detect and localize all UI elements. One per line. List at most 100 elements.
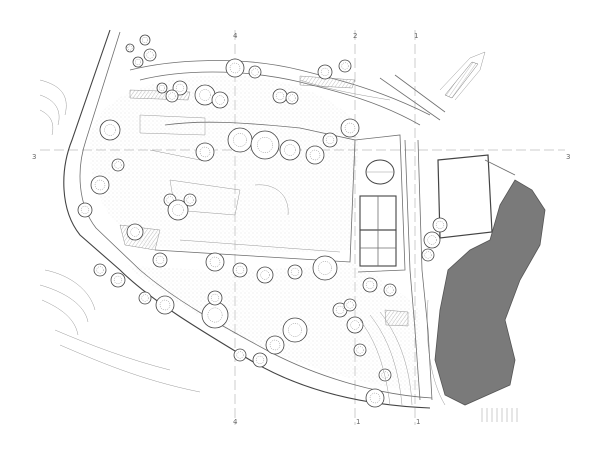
tree-canopy (338, 59, 352, 73)
tree-canopy (207, 290, 223, 306)
tree-canopy (282, 317, 308, 343)
tree-canopy-inner (175, 83, 185, 93)
tree-canopy (211, 91, 229, 109)
grid-label-right-3: 3 (566, 153, 570, 161)
tree-canopy-inner (386, 286, 394, 294)
tree-canopy (138, 291, 152, 305)
tree-canopy-inner (207, 307, 223, 323)
tree-canopy-inner (229, 62, 241, 74)
tree-canopy (250, 130, 280, 160)
tree-canopy-inner (288, 323, 302, 337)
scale-bar (481, 408, 518, 422)
tree-canopy-inner (369, 392, 381, 404)
grid-label-bottom-1b: 1 (416, 418, 420, 426)
tree-canopy (93, 263, 107, 277)
tree-canopy (143, 48, 157, 62)
tree-canopy (285, 91, 299, 105)
tree-canopy-inner (215, 95, 225, 105)
grid-label-bottom-1a: 1 (356, 418, 360, 426)
tree-canopy-inner (233, 133, 247, 147)
tree-canopy (378, 368, 392, 382)
tree-canopy (256, 266, 274, 284)
tree-canopy (353, 343, 367, 357)
tree-canopy (322, 132, 338, 148)
tree-canopy (272, 88, 288, 104)
tree-canopy (77, 202, 93, 218)
tree-canopy (362, 277, 378, 293)
tree-canopy-inner (80, 205, 90, 215)
tree-canopy-inner (275, 91, 285, 101)
tree-canopy-inner (199, 89, 211, 101)
tree-canopy-inner (94, 179, 106, 191)
tree-canopy-inner (135, 59, 141, 65)
tree-canopy (90, 175, 110, 195)
tree-canopy (343, 298, 357, 312)
tree-canopy-inner (269, 339, 281, 351)
tree-canopy (156, 82, 168, 94)
tree-canopy (227, 127, 253, 153)
tree-canopy-inner (127, 45, 133, 51)
tree-canopy-inner (235, 265, 245, 275)
tree-canopy (165, 89, 179, 103)
tree-canopy (110, 272, 126, 288)
tree-canopy-inner (424, 251, 432, 259)
tree-canopy-inner (209, 256, 221, 268)
tree-canopy-inner (381, 371, 389, 379)
grid-label-left-3: 3 (32, 153, 36, 161)
tree-canopy (205, 252, 225, 272)
tree-canopy-inner (350, 320, 360, 330)
tree-canopy-inner (166, 196, 174, 204)
tree-canopy (423, 231, 441, 249)
tree-canopy (99, 119, 121, 141)
tree-canopy (265, 335, 285, 355)
tree-canopy-inner (199, 146, 211, 158)
tree-canopy-inner (288, 94, 296, 102)
contour-lines-south (359, 311, 413, 406)
tree-canopy (139, 34, 151, 46)
tree-canopy (232, 262, 248, 278)
tree-canopy (111, 158, 125, 172)
tree-canopy (287, 264, 303, 280)
tree-canopy-inner (344, 122, 356, 134)
tree-canopy (126, 223, 144, 241)
tree-canopy-inner (142, 37, 148, 43)
tree-canopy-inner (320, 67, 330, 77)
tree-canopy (279, 139, 301, 161)
tree-canopy (365, 388, 385, 408)
east-walkway (404, 139, 433, 401)
tree-canopy (225, 58, 245, 78)
tree-canopy-inner (290, 267, 300, 277)
sports-courts (354, 134, 406, 273)
tree-canopy (340, 118, 360, 138)
tree-canopy-inner (427, 235, 437, 245)
tree-canopy-inner (435, 220, 445, 230)
tree-canopy (155, 295, 175, 315)
grid-label-top-2: 2 (353, 32, 357, 40)
tree-canopy-inner (210, 293, 220, 303)
tree-canopy-inner (113, 275, 123, 285)
tree-canopies (77, 34, 448, 408)
tree-canopy (201, 301, 229, 329)
grid-label-top-1: 1 (414, 32, 418, 40)
tree-canopy-inner (309, 149, 321, 161)
tree-canopy (167, 199, 189, 221)
grid-label-bottom-4: 4 (233, 418, 238, 426)
tree-canopy-inner (159, 299, 171, 311)
tree-canopy-inner (365, 280, 375, 290)
tree-canopy (125, 43, 135, 53)
tree-canopy-inner (251, 68, 259, 76)
tree-canopy (317, 64, 333, 80)
water-basin (426, 159, 546, 406)
tree-canopy-inner (284, 144, 296, 156)
tree-canopy (312, 255, 338, 281)
planting-bed-hatch-ramp (299, 75, 356, 89)
tree-canopy-inner (335, 305, 345, 315)
tree-canopy (421, 248, 435, 262)
tree-canopy (252, 352, 268, 368)
tree-canopy-inner (325, 135, 335, 145)
tree-canopy (195, 142, 215, 162)
tree-canopy (132, 56, 144, 68)
tree-canopy-inner (356, 346, 364, 354)
tree-canopy-inner (236, 351, 244, 359)
tree-canopy (233, 348, 247, 362)
